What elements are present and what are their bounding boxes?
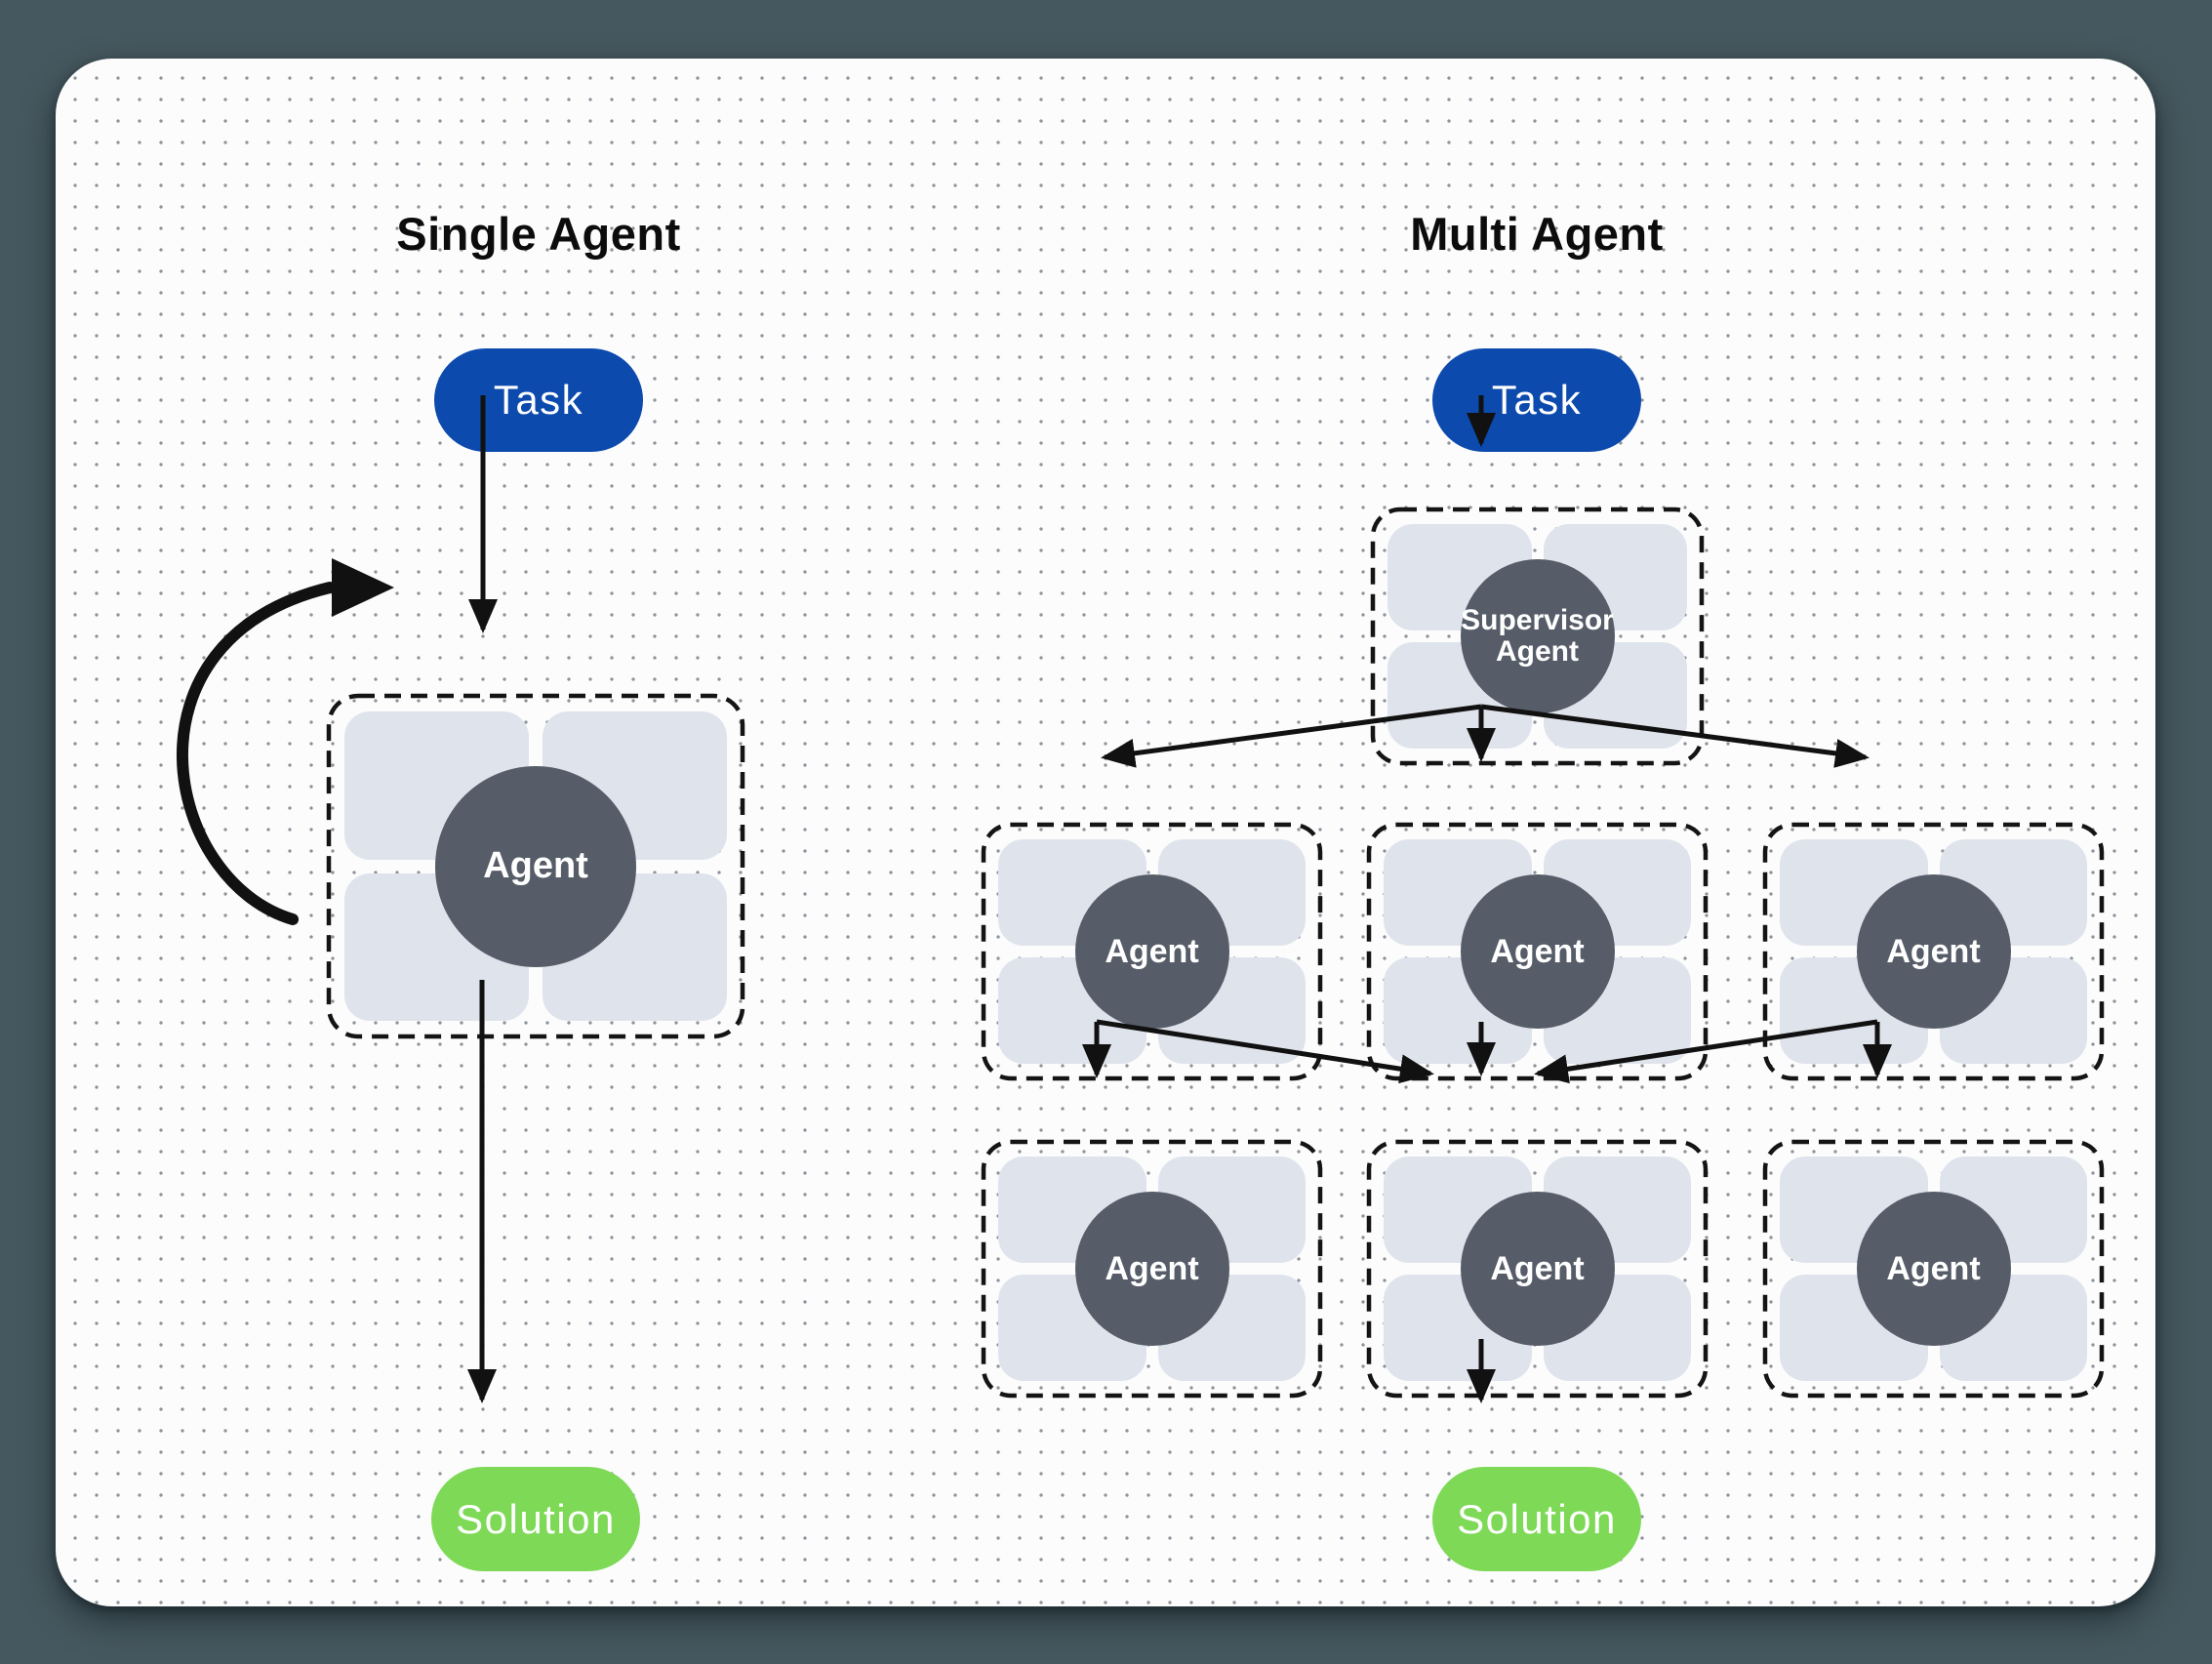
agent-circle: Agent	[1460, 1192, 1615, 1346]
worker-box-row1-right: Agent	[1762, 822, 2105, 1081]
multi-task-node: Task	[1432, 348, 1641, 452]
worker-box-row1-center: Agent	[1366, 822, 1709, 1081]
agent-circle: Agent	[1856, 1192, 2011, 1346]
agent-circle: Agent	[1074, 874, 1229, 1029]
single-agent-title: Single Agent	[396, 208, 681, 260]
worker-box-row1-left: Agent	[981, 822, 1323, 1081]
agent-circle: Agent	[1074, 1192, 1229, 1346]
supervisor-agent-circle: Supervisor Agent	[1460, 559, 1615, 713]
single-solution-node: Solution	[431, 1467, 640, 1571]
supervisor-agent-box: Supervisor Agent	[1370, 507, 1705, 766]
dashed-border	[1370, 507, 1705, 766]
agent-circle-label: Agent	[1490, 1249, 1585, 1287]
dashed-border	[1762, 822, 2105, 1081]
agent-circle: Agent	[435, 765, 636, 967]
dashed-border	[1366, 822, 1709, 1081]
supervisor-agent-label: Supervisor Agent	[1461, 603, 1614, 669]
multi-agent-title: Multi Agent	[1410, 208, 1664, 260]
multi-solution-node: Solution	[1432, 1467, 1641, 1571]
dashed-border	[1366, 1139, 1709, 1399]
dashed-border	[981, 822, 1323, 1081]
worker-box-row2-right: Agent	[1762, 1139, 2105, 1399]
supervisor-label-line1: Supervisor	[1461, 603, 1614, 636]
agent-circle: Agent	[1856, 874, 2011, 1029]
agent-circle-label: Agent	[1490, 932, 1585, 970]
single-task-node: Task	[434, 348, 643, 452]
worker-box-row2-left: Agent	[981, 1139, 1323, 1399]
agent-circle-label: Agent	[1105, 1249, 1199, 1287]
supervisor-label-line2: Agent	[1495, 635, 1579, 668]
agent-circle-label: Agent	[1886, 932, 1981, 970]
dashed-border	[1762, 1139, 2105, 1399]
agent-circle: Agent	[1460, 874, 1615, 1029]
single-agent-box: Agent	[326, 693, 745, 1039]
dashed-border	[981, 1139, 1323, 1399]
worker-box-row2-center: Agent	[1366, 1139, 1709, 1399]
agent-circle-label: Agent	[1886, 1249, 1981, 1287]
dotted-canvas-card: Single Agent Multi Agent Task Agent Solu…	[56, 59, 2155, 1606]
agent-circle-label: Agent	[1105, 932, 1199, 970]
agent-circle-label: Agent	[483, 844, 588, 886]
